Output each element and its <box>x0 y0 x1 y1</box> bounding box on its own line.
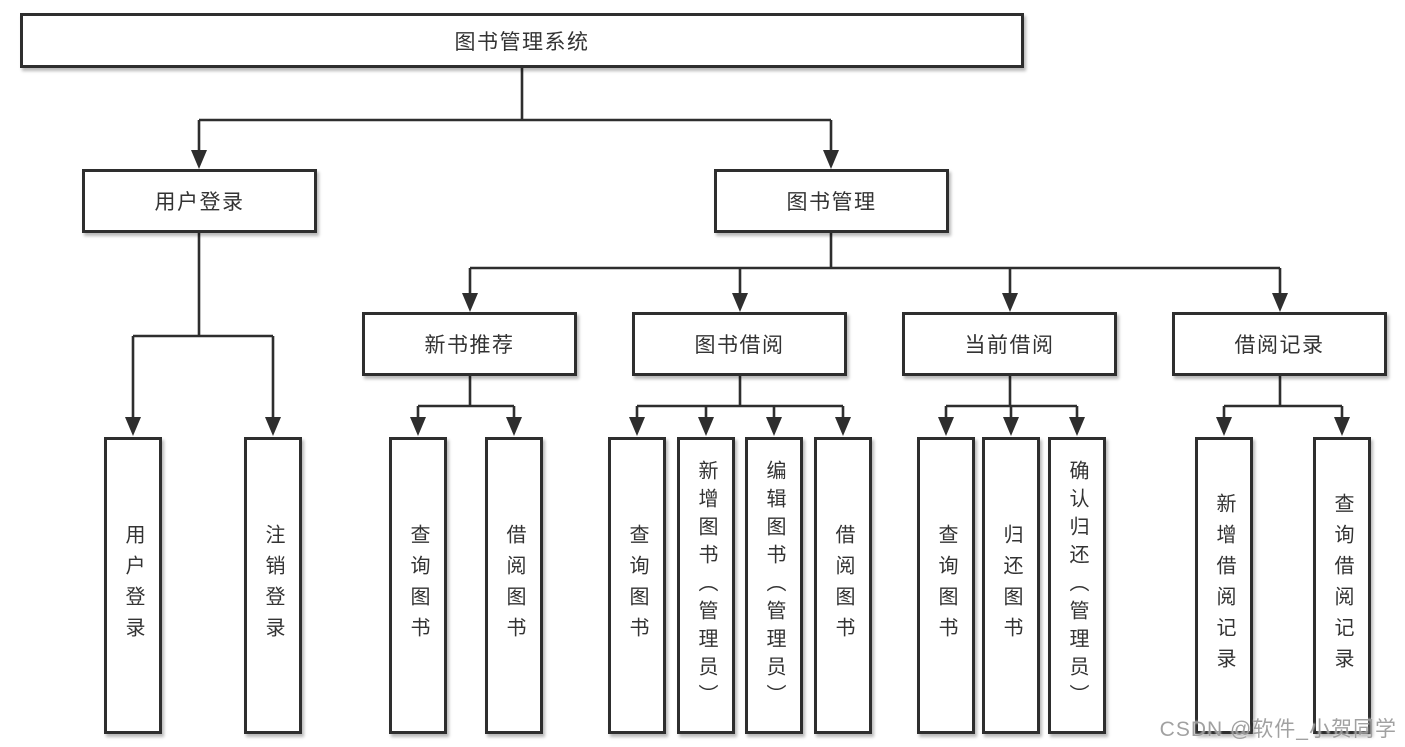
leaf-records-add-record: 新增借阅记录 <box>1195 437 1253 734</box>
leaf-borrow-edit-books-admin: 编辑图书（管理员） <box>745 437 803 734</box>
leaf-current-return-books: 归还图书 <box>982 437 1040 734</box>
leaf-user-login: 用户登录 <box>104 437 162 734</box>
leaf-current-confirm-return-admin: 确认归还（管理员） <box>1048 437 1106 734</box>
leaf-borrow-borrow-books: 借阅图书 <box>814 437 872 734</box>
leaf-recommend-query-books: 查询图书 <box>389 437 447 734</box>
csdn-watermark: CSDN @软件_小贺同学 <box>1159 718 1397 741</box>
leaf-borrow-add-books-admin: 新增图书（管理员） <box>677 437 735 734</box>
node-book-management: 图书管理 <box>714 169 949 233</box>
node-borrow-records-label: 借阅记录 <box>1234 334 1325 357</box>
node-new-book-recommend-label: 新书推荐 <box>424 334 515 357</box>
node-book-management-label: 图书管理 <box>786 191 877 214</box>
node-borrow-records: 借阅记录 <box>1172 312 1387 376</box>
node-root-label: 图书管理系统 <box>454 30 590 54</box>
node-root-system: 图书管理系统 <box>20 13 1024 68</box>
node-current-borrow: 当前借阅 <box>902 312 1117 376</box>
node-book-borrow-label: 图书借阅 <box>694 334 785 357</box>
tree-edges <box>131 68 1344 419</box>
arrowheads <box>125 150 1350 436</box>
leaf-recommend-borrow-books: 借阅图书 <box>485 437 543 734</box>
leaf-current-query-books: 查询图书 <box>917 437 975 734</box>
node-current-borrow-label: 当前借阅 <box>964 334 1055 357</box>
leaf-borrow-query-books: 查询图书 <box>608 437 666 734</box>
leaf-logout: 注销登录 <box>244 437 302 734</box>
node-user-login-label: 用户登录 <box>154 191 245 214</box>
node-new-book-recommend: 新书推荐 <box>362 312 577 376</box>
leaf-records-query-record: 查询借阅记录 <box>1313 437 1371 734</box>
node-book-borrow: 图书借阅 <box>632 312 847 376</box>
node-user-login: 用户登录 <box>82 169 317 233</box>
